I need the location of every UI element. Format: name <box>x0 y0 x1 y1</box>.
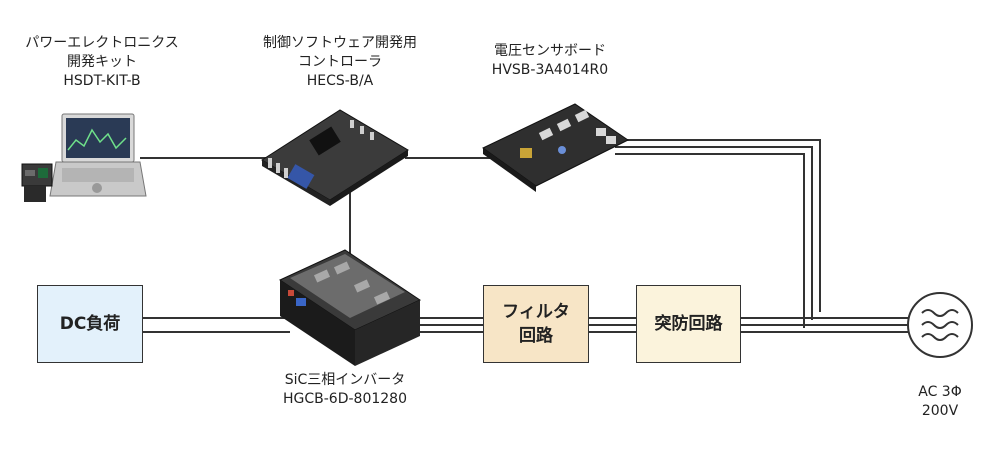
wire-sensor-bus-3 <box>615 153 805 328</box>
dc-load-text: DC負荷 <box>59 314 121 334</box>
inrush-box: 突防回路 <box>636 285 741 363</box>
power-kit-line-1: パワーエレクトロニクス <box>25 35 179 51</box>
inverter-image <box>278 249 422 366</box>
sensor-line-1: 電圧センサボード <box>494 43 606 59</box>
filter-box: フィルタ 回路 <box>483 285 589 363</box>
inverter-line-2: HGCB-6D-801280 <box>283 391 407 407</box>
power-kit-label: パワーエレクトロニクス 開発キット HSDT-KIT-B <box>4 34 200 91</box>
wire-sensor-bus-2 <box>615 146 813 320</box>
controller-line-3: HECS-B/A <box>306 73 374 89</box>
ac-source-label: AC 3Φ 200V <box>895 383 985 421</box>
inverter-label: SiC三相インバータ HGCB-6D-801280 <box>255 371 435 409</box>
ac-source-line-1: AC 3Φ <box>918 384 962 400</box>
inrush-text: 突防回路 <box>654 314 723 334</box>
wire-sensor-bus-1 <box>615 139 821 312</box>
ac-source-icon <box>907 292 973 358</box>
power-kit-image <box>21 113 147 202</box>
controller-line-2: コントローラ <box>298 54 382 70</box>
inverter-line-1: SiC三相インバータ <box>284 372 406 388</box>
ac-source-line-2: 200V <box>921 403 959 419</box>
controller-label: 制御ソフトウェア開発用 コントローラ HECS-B/A <box>235 34 445 91</box>
sensor-line-2: HVSB-3A4014R0 <box>491 62 609 78</box>
dc-load-box: DC負荷 <box>37 285 143 363</box>
controller-line-1: 制御ソフトウェア開発用 <box>263 35 417 51</box>
sensor-label: 電圧センサボード HVSB-3A4014R0 <box>470 42 630 80</box>
sensor-image <box>482 103 629 192</box>
filter-line-2: 回路 <box>519 326 553 346</box>
controller-image <box>261 109 409 206</box>
power-kit-line-3: HSDT-KIT-B <box>63 73 141 89</box>
filter-line-1: フィルタ <box>502 302 570 322</box>
power-kit-line-2: 開発キット <box>67 54 137 70</box>
